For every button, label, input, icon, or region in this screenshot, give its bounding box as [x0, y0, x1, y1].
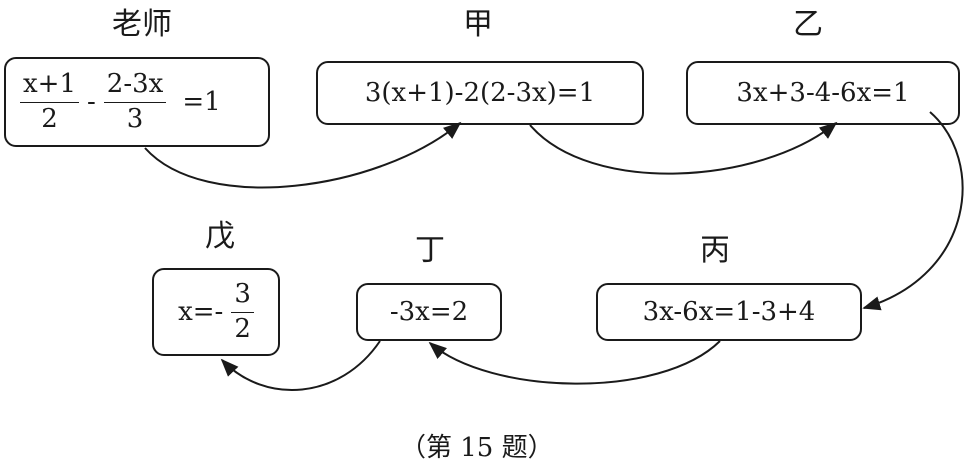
teacher-equation-box: x+1 2 - 2-3x 3 =1	[4, 57, 270, 147]
figure-caption: （第 15 题）	[400, 433, 554, 463]
wu-equation-box: x=- 3 2	[152, 268, 280, 356]
jia-equation: 3(x+1)-2(2-3x)=1	[364, 78, 596, 108]
label-yi: 乙	[793, 7, 823, 42]
arrow-jia-to-yi	[529, 121, 838, 175]
arrow-ding-to-wu	[220, 340, 381, 391]
wu-fraction: 3 2	[231, 279, 254, 345]
teacher-fraction-1-numerator: x+1	[20, 69, 79, 103]
label-jia: 甲	[463, 7, 493, 42]
teacher-fraction-2-numerator: 2-3x	[103, 69, 167, 103]
label-bing: 丙	[700, 233, 730, 268]
label-wu: 戊	[205, 219, 235, 254]
arrow-bing-to-ding	[428, 340, 721, 385]
wu-fraction-numerator: 3	[231, 279, 254, 313]
teacher-rhs: =1	[182, 87, 221, 117]
ding-equation: -3x=2	[389, 297, 469, 327]
ding-equation-box: -3x=2	[356, 283, 502, 341]
wu-lhs: x=-	[178, 297, 224, 327]
label-teacher: 老师	[112, 7, 172, 42]
teacher-minus: -	[87, 87, 96, 117]
wu-fraction-denominator: 2	[234, 313, 251, 344]
label-ding: 丁	[415, 233, 445, 268]
yi-equation: 3x+3-4-6x=1	[736, 78, 910, 108]
teacher-fraction-1-denominator: 2	[41, 103, 58, 134]
jia-equation-box: 3(x+1)-2(2-3x)=1	[316, 61, 644, 125]
teacher-fraction-1: x+1 2	[20, 69, 79, 135]
bing-equation: 3x-6x=1-3+4	[642, 297, 816, 327]
bing-equation-box: 3x-6x=1-3+4	[596, 283, 862, 341]
arrow-teacher-to-jia	[144, 121, 462, 189]
teacher-fraction-2: 2-3x 3	[103, 69, 167, 135]
teacher-fraction-2-denominator: 3	[126, 103, 144, 134]
arrow-yi-to-bing	[862, 111, 964, 311]
